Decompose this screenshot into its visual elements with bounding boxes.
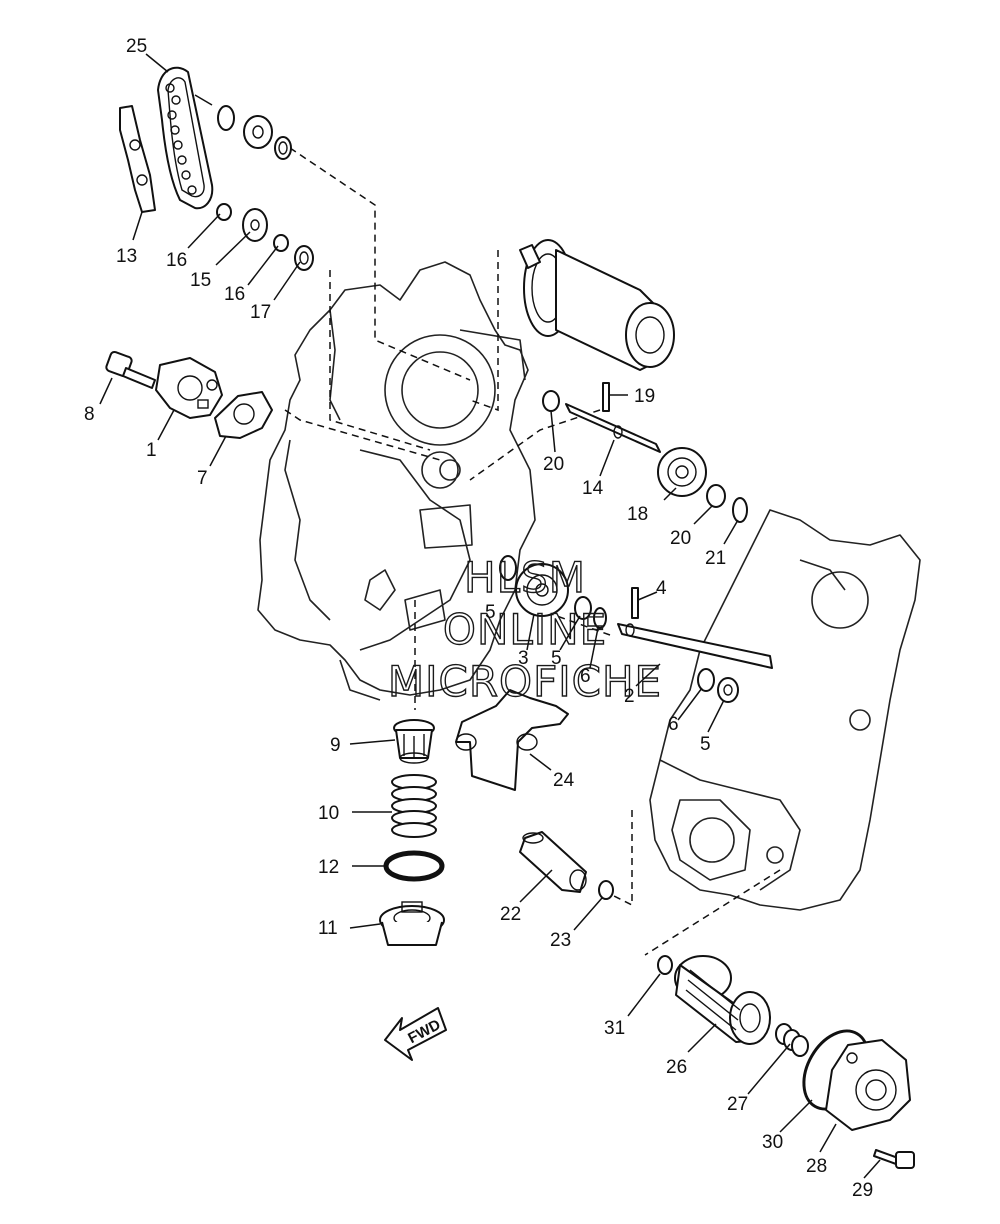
- pump-drive-shaft: [565, 403, 661, 453]
- circlip-6-mid: [593, 607, 607, 629]
- callout-9: 9: [330, 735, 341, 756]
- pump-bolt: [105, 350, 156, 389]
- oil-strainer-9: [393, 719, 435, 764]
- callout-24: 24: [553, 770, 575, 791]
- callout-29: 29: [852, 1180, 873, 1201]
- callout-17: 17: [250, 302, 271, 323]
- callout-31: 31: [604, 1018, 625, 1039]
- watermark-line-1: HLSM: [464, 553, 586, 602]
- callout-8: 8: [84, 404, 95, 425]
- callout-5-right: 5: [551, 648, 562, 669]
- cam-chain: [157, 66, 214, 210]
- callout-7: 7: [197, 468, 208, 489]
- pump-driven-gear-18: [657, 447, 707, 497]
- callout-13: 13: [116, 246, 137, 267]
- dowel-pin-19: [602, 382, 610, 412]
- drain-plug-11: [379, 901, 445, 946]
- upper-sprocket-set: [217, 105, 292, 160]
- crankcase-right-half: [649, 509, 921, 911]
- pump-shaft-2: [617, 623, 773, 669]
- o-ring-31: [657, 955, 673, 975]
- callout-19: 19: [634, 386, 655, 407]
- callout-27: 27: [727, 1094, 748, 1115]
- callout-25: 25: [126, 36, 147, 57]
- washer-5-mid: [499, 555, 517, 581]
- pump-gear-3: [515, 563, 569, 617]
- callout-28: 28: [806, 1156, 827, 1177]
- crankcase-left-half: [257, 261, 536, 701]
- lower-sprocket-set: [216, 203, 314, 271]
- leader-lines: [99, 53, 881, 1179]
- callout-10: 10: [318, 803, 339, 824]
- washer-20-upper: [542, 390, 560, 412]
- watermark-line-3: MICROFICHE: [388, 657, 662, 706]
- washer-5-right: [574, 596, 592, 620]
- relief-valve-22: [519, 831, 587, 893]
- callout-16-lower: 16: [224, 284, 245, 305]
- callout-12: 12: [318, 857, 339, 878]
- callout-23: 23: [550, 930, 571, 951]
- callout-5-lower: 5: [700, 734, 711, 755]
- callout-16-upper: 16: [166, 250, 187, 271]
- oil-pump-assembly: [155, 357, 223, 419]
- callout-14: 14: [582, 478, 604, 499]
- callout-22: 22: [500, 904, 521, 925]
- callout-numbers: 25 13 16 15 16 17 8 1 7 19 20 14 18 20 2…: [84, 36, 873, 1201]
- washer-20-lower: [706, 484, 726, 508]
- callout-11: 11: [318, 918, 338, 939]
- callout-20-lower: 20: [670, 528, 691, 549]
- watermark: HLSM ONLINE MICROFICHE: [387, 552, 662, 706]
- callout-20-upper: 20: [543, 454, 564, 475]
- oil-filter-element-26: [674, 955, 771, 1045]
- callout-30: 30: [762, 1132, 783, 1153]
- callout-15: 15: [190, 270, 211, 291]
- filter-bolt-29: [873, 1149, 915, 1169]
- callout-1: 1: [146, 440, 157, 461]
- o-ring-12: [383, 850, 445, 882]
- washer-5-lower: [717, 677, 739, 703]
- callout-26: 26: [666, 1057, 687, 1078]
- filter-cover-28: [825, 1039, 911, 1131]
- circlip-21: [732, 497, 748, 523]
- strainer-cover-24: [455, 689, 569, 791]
- compression-spring-10: [391, 774, 437, 838]
- circlip-6-right: [697, 668, 715, 692]
- watermark-line-2: ONLINE: [443, 605, 607, 654]
- callout-21: 21: [705, 548, 726, 569]
- callout-6-right: 6: [668, 714, 679, 735]
- oil-pump-gasket: [214, 391, 273, 439]
- chain-guide: [119, 105, 156, 213]
- dowel-pin-4: [631, 587, 639, 619]
- callout-6-mid: 6: [580, 666, 591, 687]
- callout-5-mid: 5: [485, 602, 496, 623]
- o-ring-23: [598, 880, 614, 900]
- callout-4: 4: [656, 578, 667, 599]
- callout-2: 2: [624, 686, 635, 707]
- callout-18: 18: [627, 504, 648, 525]
- primary-drive-gear-shaft: [519, 239, 675, 371]
- forward-direction-arrow: FWD: [384, 1007, 447, 1061]
- filter-spring-27: [775, 1023, 809, 1057]
- callout-3: 3: [518, 648, 529, 669]
